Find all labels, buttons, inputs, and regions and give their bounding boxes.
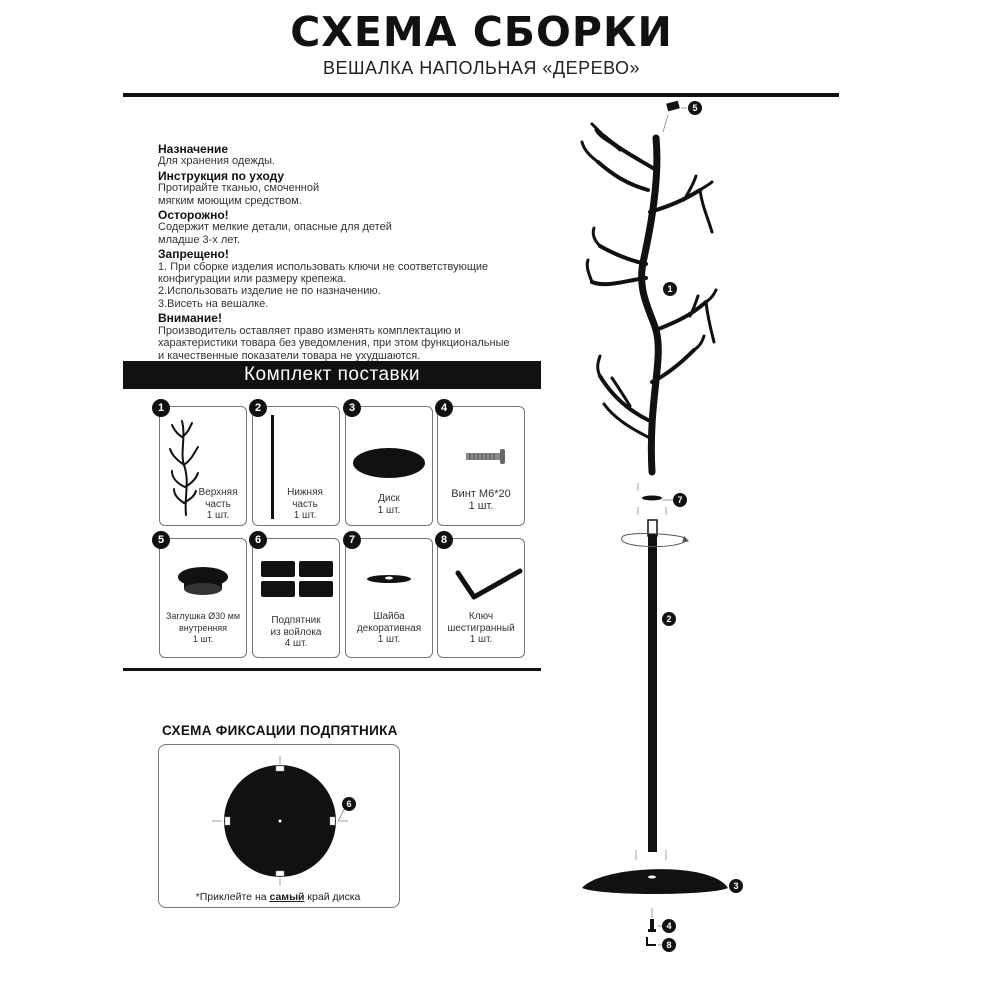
disc-icon (353, 448, 425, 478)
assembly-callout-4: 4 (662, 919, 676, 933)
kit-card-5: Заглушка Ø30 мм внутренняя 1 шт. (159, 538, 247, 658)
caution-heading: Осторожно! (158, 208, 229, 223)
fixation-title: СХЕМА ФИКСАЦИИ ПОДПЯТНИКА (162, 723, 398, 738)
kit-num-1: 1 (152, 399, 170, 417)
fixation-box (158, 744, 400, 908)
purpose-text: Для хранения одежды. (158, 155, 276, 168)
caution-text: Содержит мелкие детали, опасные для дете… (158, 221, 392, 246)
kit-num-6: 6 (249, 531, 267, 549)
kit-label-2: Нижняя часть 1 шт. (287, 487, 323, 521)
kit-card-2: Нижняя часть 1 шт. (252, 406, 340, 526)
page-title: СХЕМА СБОРКИ (290, 8, 673, 56)
kit-card-4: Винт М6*20 1 шт. (437, 406, 525, 526)
attention-heading: Внимание! (158, 311, 222, 326)
plug-icon (178, 567, 228, 595)
base-disc-part (582, 869, 728, 894)
top-plug-part (662, 100, 687, 133)
tree-top-icon (169, 420, 199, 516)
kit-num-2: 2 (249, 399, 267, 417)
tree-top-part (580, 122, 718, 476)
header-divider (123, 93, 839, 97)
kit-label-5: Заглушка Ø30 мм внутренняя 1 шт. (165, 611, 241, 644)
fixation-note-bold: самый (269, 891, 305, 903)
fixation-note-prefix: *Приклейте на (195, 891, 270, 903)
pole-part (648, 534, 657, 852)
kit-card-8: Ключ шестигранный 1 шт. (437, 538, 525, 658)
fixation-note: *Приклейте на самый край диска (158, 891, 398, 903)
info-block: Назначение Для хранения одежды. Инструкц… (158, 141, 543, 362)
kit-label-3: Диск 1 шт. (377, 493, 401, 516)
hex-key-part (646, 937, 656, 946)
kit-label-7: Шайба декоративная 1 шт. (356, 611, 422, 645)
assembly-callout-2: 2 (662, 612, 676, 626)
screw-part (650, 919, 654, 929)
kit-card-3: Диск 1 шт. (345, 406, 433, 526)
assembly-callout-3: 3 (729, 879, 743, 893)
kit-num-5: 5 (152, 531, 170, 549)
assembly-callout-1: 1 (663, 282, 677, 296)
kit-label-8: Ключ шестигранный 1 шт. (447, 611, 515, 645)
assembly-callout-7: 7 (673, 493, 687, 507)
kit-card-1: Верхняя часть 1 шт. (159, 406, 247, 526)
care-text: Протирайте тканью, смоченной мягким моющ… (158, 182, 320, 207)
forbidden-heading: Запрещено! (158, 247, 229, 262)
kit-label-4: Винт М6*20 1 шт. (451, 488, 511, 512)
felt-pads-icon (261, 561, 333, 597)
kit-label-1: Верхняя часть 1 шт. (198, 487, 238, 521)
page-subtitle: ВЕШАЛКА НАПОЛЬНАЯ «ДЕРЕВО» (322, 58, 641, 78)
kit-card-6: Подпятник из войлока 4 шт. (252, 538, 340, 658)
fixation-callout-6: 6 (342, 797, 356, 811)
forbidden-text: 1. При сборке изделия использовать ключи… (158, 260, 489, 310)
kit-heading: Комплект поставки (123, 361, 541, 389)
purpose-heading: Назначение (158, 142, 229, 156)
kit-num-4: 4 (435, 399, 453, 417)
washer-part (642, 495, 662, 501)
kit-card-7: Шайба декоративная 1 шт. (345, 538, 433, 658)
kit-bottom-divider (123, 668, 541, 671)
screw-icon (466, 449, 505, 464)
fixation-note-suffix: край диска (304, 891, 361, 903)
kit-num-7: 7 (343, 531, 361, 549)
kit-label-6: Подпятник из войлока 4 шт. (270, 615, 322, 649)
hex-key-icon (455, 568, 523, 600)
pole-icon (271, 415, 274, 519)
assembly-callout-8: 8 (662, 938, 676, 952)
kit-num-3: 3 (343, 399, 361, 417)
kit-num-8: 8 (435, 531, 453, 549)
washer-icon (367, 575, 411, 583)
assembly-callout-5: 5 (688, 101, 702, 115)
attention-text: Производитель оставляет право изменять к… (158, 324, 510, 362)
care-heading: Инструкция по уходу (158, 168, 285, 183)
